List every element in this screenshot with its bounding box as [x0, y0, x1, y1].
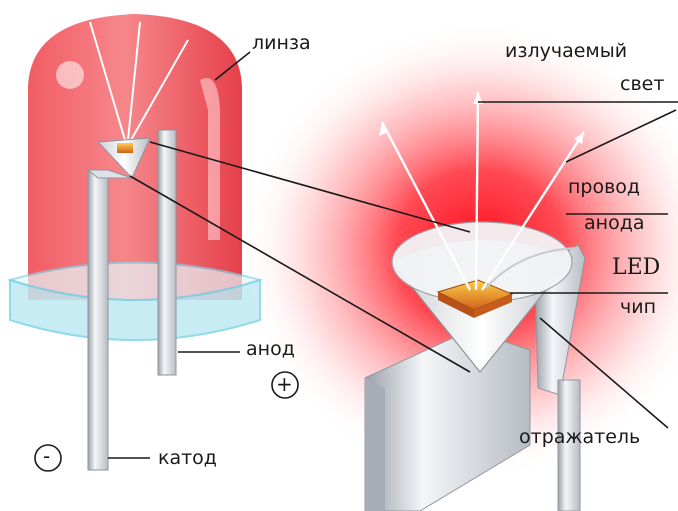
emitted-light-label-line2: свет: [620, 73, 664, 95]
small-chip: [117, 143, 133, 153]
reflector-label: отражатель: [519, 426, 640, 448]
lens-label: линза: [252, 32, 311, 54]
anode-wire-label-line2: анода: [584, 212, 644, 234]
chip-label: чип: [620, 296, 656, 318]
led-label: LED: [612, 255, 660, 280]
small-led: [10, 14, 260, 470]
cathode-lead: [88, 170, 108, 470]
minus-symbol: -: [43, 444, 50, 468]
plus-symbol: +: [276, 372, 293, 396]
anode-wire-label-line1: провод: [568, 176, 640, 198]
anode-label: анод: [246, 338, 295, 360]
emitted-light-label-line1: излучаемый: [505, 40, 627, 62]
cathode-label: катод: [158, 447, 217, 469]
lens-highlight: [56, 61, 84, 89]
anode-lead: [158, 130, 176, 375]
